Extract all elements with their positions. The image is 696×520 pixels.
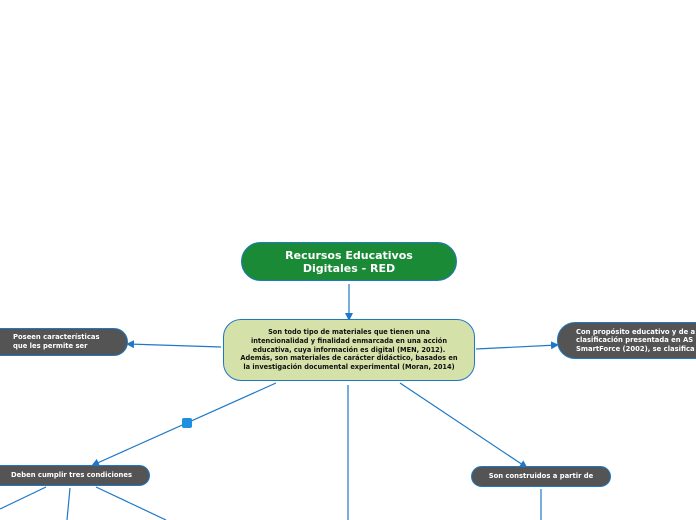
link-definition-left <box>126 340 222 349</box>
purpose-line-3: SmartForce (2002), se clasifica <box>576 344 695 353</box>
central-topic[interactable]: Recursos Educativos Digitales - RED <box>241 242 457 281</box>
conditions-label: Deben cumplir tres condiciones <box>11 471 133 480</box>
link-conditions-1 <box>0 486 47 510</box>
purpose-line-1: Con propósito educativo y de a <box>576 327 696 336</box>
characteristics-topic[interactable]: Poseen características que les permite s… <box>0 328 128 356</box>
conditions-topic[interactable]: Deben cumplir tres condiciones <box>0 465 150 486</box>
link-definition-right <box>475 341 559 350</box>
constructed-topic[interactable]: Son construidos a partir de <box>471 466 611 487</box>
link-conditions-3 <box>95 486 167 520</box>
link-definition-constructed <box>399 382 528 469</box>
purpose-line-2: clasificación presentada en AS <box>576 336 694 345</box>
purpose-topic[interactable]: Con propósito educativo y de a clasifica… <box>557 322 696 359</box>
definition-text: Son todo tipo de materiales que tienen u… <box>240 328 458 372</box>
central-topic-label: Recursos Educativos Digitales - RED <box>285 248 413 275</box>
link-conditions-2 <box>66 487 71 520</box>
purpose-label: Con propósito educativo y de a clasifica… <box>576 328 695 354</box>
characteristics-label: Poseen características que les permite s… <box>13 333 100 350</box>
constructed-label: Son construidos a partir de <box>488 472 594 481</box>
definition-topic[interactable]: Son todo tipo de materiales que tienen u… <box>223 319 475 381</box>
collapse-handle-icon[interactable] <box>182 418 192 428</box>
